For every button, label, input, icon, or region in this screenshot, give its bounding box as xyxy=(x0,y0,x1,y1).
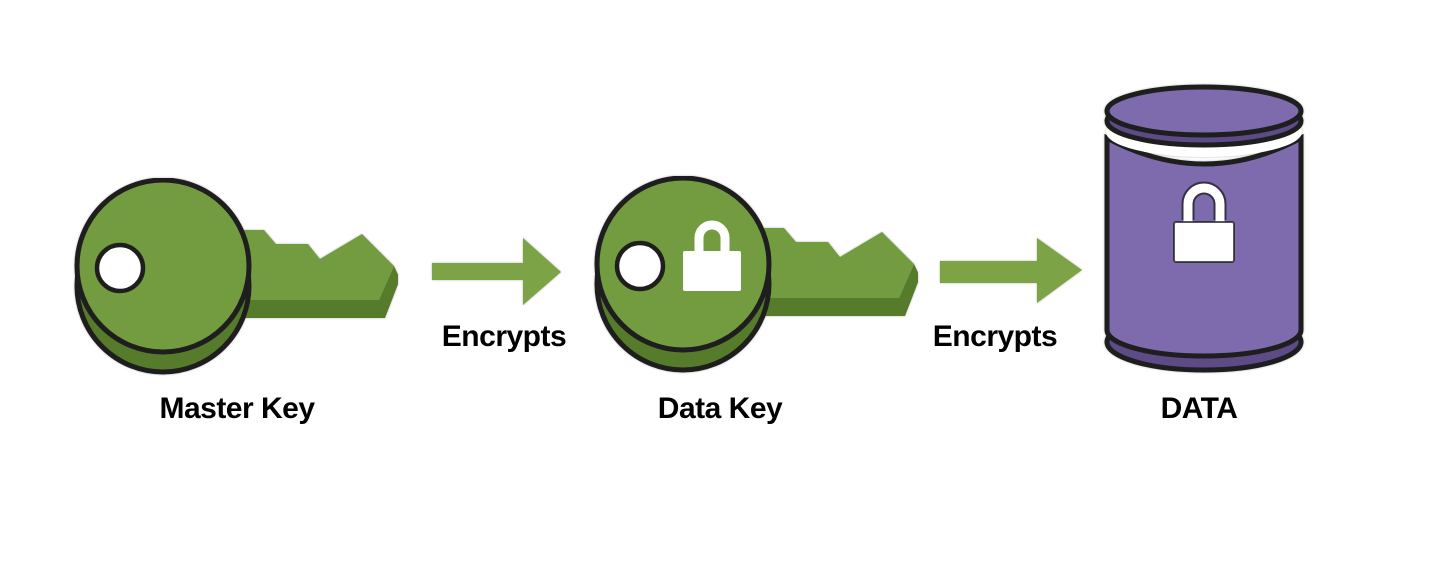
cylinder-lid-top xyxy=(1104,84,1304,138)
key-blade xyxy=(738,228,914,298)
arrow-shape xyxy=(432,238,561,305)
key-blade-shadow xyxy=(218,266,398,318)
data-key-node xyxy=(588,176,918,376)
encrypts-arrow-1 xyxy=(430,236,564,308)
arrow-right-icon xyxy=(432,238,561,305)
lock-body xyxy=(1173,221,1235,263)
master-key-node xyxy=(68,178,398,378)
lock-icon xyxy=(683,220,741,291)
lock-shackle xyxy=(694,220,730,253)
data-key-label: Data Key xyxy=(657,392,783,425)
encrypts-arrow-2 xyxy=(936,236,1086,308)
encrypts-label-1: Encrypts xyxy=(441,320,567,353)
database-with-lock-icon xyxy=(1104,84,1304,373)
master-key-label: Master Key xyxy=(159,392,315,425)
key-blade-shadow xyxy=(738,264,918,316)
lock-body xyxy=(683,251,741,291)
key-head xyxy=(74,178,252,355)
arrow-shape xyxy=(940,238,1082,303)
encrypts-label-2: Encrypts xyxy=(932,320,1058,353)
key-hole xyxy=(614,240,666,292)
key-with-lock-icon xyxy=(594,176,918,373)
key-blade xyxy=(218,230,394,300)
lock-shackle xyxy=(1183,183,1225,222)
data-node xyxy=(1101,78,1307,374)
key-hole xyxy=(94,242,146,294)
arrow-right-icon xyxy=(940,238,1082,303)
data-label: DATA xyxy=(1160,392,1238,425)
lock-icon xyxy=(1173,181,1235,263)
key-icon xyxy=(74,178,398,375)
